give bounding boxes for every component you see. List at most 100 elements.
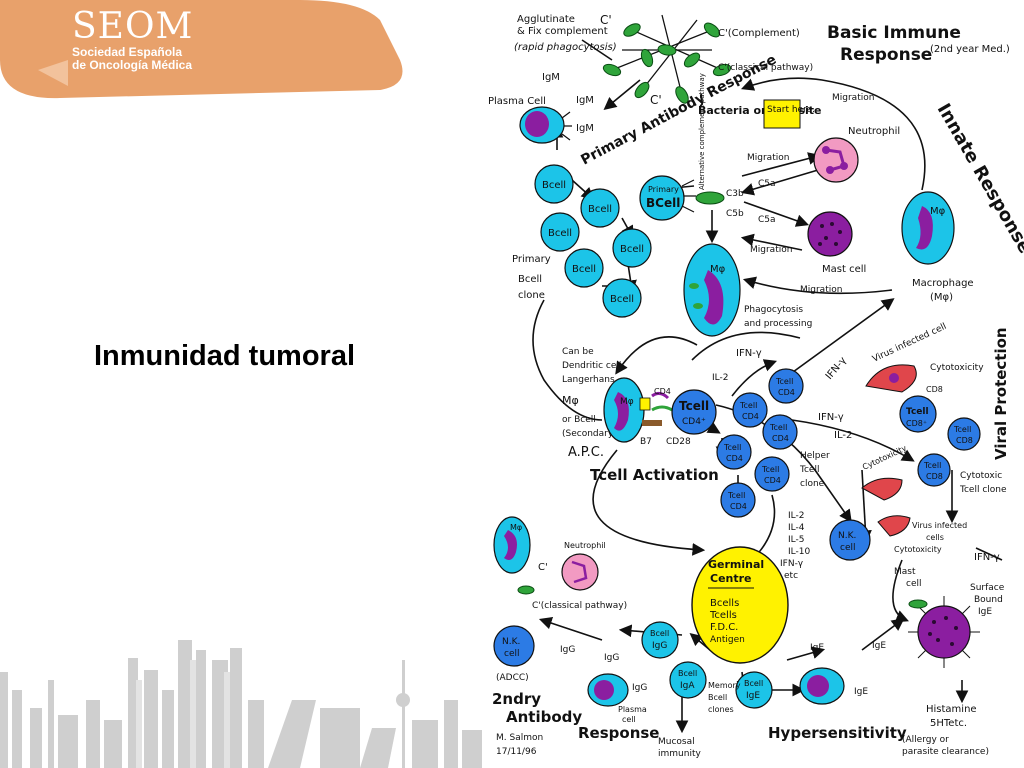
classical-lower: C'(classical pathway) [532, 601, 627, 611]
bcell-label-6: Bcell [610, 294, 634, 305]
ht-5b: CD4 [764, 476, 781, 485]
start-here-label: Start here. [767, 105, 815, 115]
virus-infected-cell-top [865, 364, 917, 393]
nk-label-2a: N.K. [502, 637, 520, 647]
neutrophil-label: Neutrophil [848, 126, 900, 137]
ct-1b: CD8⁺ [906, 419, 927, 428]
ct-3a: Tcell [923, 461, 941, 470]
cd8-label-top: CD8 [926, 385, 943, 394]
logo-subtitle-line1: Sociedad Española [72, 45, 183, 59]
virus-infected-label-1: Virus infected cell [871, 322, 948, 365]
apc-line-4: Mφ [562, 394, 579, 407]
memory-label-1: Memory [708, 681, 741, 690]
cytokine-6: etc [784, 571, 798, 581]
macrophage-cell [901, 191, 955, 265]
igm-label-2: IgM [576, 95, 594, 106]
apc-line-3: Langerhans [562, 375, 615, 385]
nk-label-2b: cell [504, 649, 520, 659]
cyto-clone-label-2: Tcell clone [959, 485, 1007, 495]
nk-cell-lower [493, 625, 535, 667]
bcell-label-3: Bcell [548, 228, 572, 239]
helper-clone-label-3: clone [800, 479, 825, 489]
ct-2a: Tcell [953, 425, 971, 434]
surface-bound-2: Bound [974, 595, 1003, 605]
germinal-label-1: Germinal [708, 558, 764, 571]
agglutinate-label: Agglutinate [517, 14, 575, 25]
c3b-label: C3b [726, 189, 744, 199]
allergy-label-1: (Allergy or [902, 735, 949, 745]
primary-bcell-label-a: Primary [648, 185, 679, 194]
author-label: M. Salmon [496, 733, 543, 743]
primary-clone-label-3: clone [518, 290, 545, 301]
sb-1a: Bcell [650, 629, 669, 638]
igg-label-1: IgG [604, 653, 619, 663]
bcell-label-2: Bcell [588, 204, 612, 215]
gc-line-3: F.D.C. [710, 622, 738, 633]
bcell-clone-group: Bcell Bcell Bcell Bcell Bcell Bcell [534, 164, 652, 318]
apc-cell [603, 377, 673, 443]
b7-label: B7 [640, 437, 652, 447]
cd4plus-label-main: CD4⁺ [682, 417, 706, 427]
gc-line-4: Antigen [710, 635, 745, 645]
tcell-main-label: Tcell [679, 399, 709, 413]
nk-label-1b: cell [840, 543, 856, 553]
phago-label-2: and processing [744, 319, 812, 329]
mphi-label-right: Mφ [930, 206, 946, 217]
cytotoxic-tcell-clone [899, 395, 981, 487]
bacteria-shape [695, 191, 725, 205]
ifny-label-4: IFN-γ [974, 552, 1000, 563]
mphi-label-apc: Mφ [620, 397, 634, 407]
sb-3b: IgE [746, 691, 760, 701]
logo-subtitle-line2: de Oncología Médica [72, 58, 193, 72]
plasma-cell-top [519, 106, 572, 144]
ht-4b: CD4 [726, 454, 743, 463]
igm-label-3: IgM [576, 123, 594, 134]
ifny-label-1: IFN-γ [736, 348, 762, 359]
mphi-label-lower: Mφ [510, 523, 522, 532]
phago-label-1: Phagocytosis [744, 305, 803, 315]
cytokine-1: IL-2 [788, 511, 804, 521]
germinal-centre [691, 546, 789, 664]
diagram-title-note: (2nd year Med.) [930, 44, 1010, 55]
ct-2b: CD8 [956, 436, 973, 445]
apc-line-6: (Secondary) [562, 429, 617, 439]
shtetc-label: 5HTetc. [930, 718, 967, 729]
alt-pathway-label: Alternative complement pathway [698, 73, 706, 190]
hypersens-label: Hypersensitivity [768, 724, 907, 742]
macrophage-sym: (Mφ) [930, 292, 953, 303]
bcell-label-4: Bcell [620, 244, 644, 255]
memory-label-2: Bcell [708, 693, 727, 702]
page-title: Inmunidad tumoral [94, 340, 355, 372]
ct-3b: CD8 [926, 472, 943, 481]
mphi-label-center: Mφ [710, 264, 726, 275]
cytokine-4: IL-10 [788, 547, 810, 557]
ht-6a: Tcell [727, 491, 745, 500]
ige-plasma-cell [799, 667, 845, 705]
histamine-label: Histamine [926, 704, 977, 715]
left-panel: SEOM Sociedad Española de Oncología Médi… [0, 0, 482, 768]
apc-line-5: or Bcell [562, 415, 596, 425]
plasma-lower-label-2: cell [622, 715, 636, 724]
logo-banner-shape [0, 0, 403, 99]
ige-label-2: IgE [872, 641, 886, 651]
plasma-lower-label-1: Plasma [618, 705, 647, 714]
helper-tcell-labels: Tcell CD4 Tcell CD4 Tcell CD4 Tcell CD4 … [723, 377, 795, 511]
virus-cells-label-1: Virus infected [912, 521, 967, 530]
ht-5a: Tcell [761, 465, 779, 474]
cytokine-2: IL-4 [788, 523, 805, 533]
virus-infected-cells-bottom [861, 477, 911, 537]
secondary-bcells [641, 621, 773, 709]
secondary-label-3: Response [578, 724, 659, 742]
tcell-activation-label: Tcell Activation [590, 466, 719, 484]
igg-label-2: IgG [560, 645, 575, 655]
primary-clone-label-2: Bcell [518, 274, 542, 285]
fix-complement-label: & Fix complement [517, 26, 608, 37]
apc-line-1: Can be [562, 347, 594, 357]
nk-label-1a: N.K. [838, 531, 856, 541]
migration-label-4: Migration [832, 93, 874, 103]
ht-2a: Tcell [739, 401, 757, 410]
migration-label-3: Migration [800, 285, 842, 295]
apc-line-2: Dendritic cell [562, 361, 621, 371]
viral-protection-label: Viral Protection [992, 327, 1010, 460]
